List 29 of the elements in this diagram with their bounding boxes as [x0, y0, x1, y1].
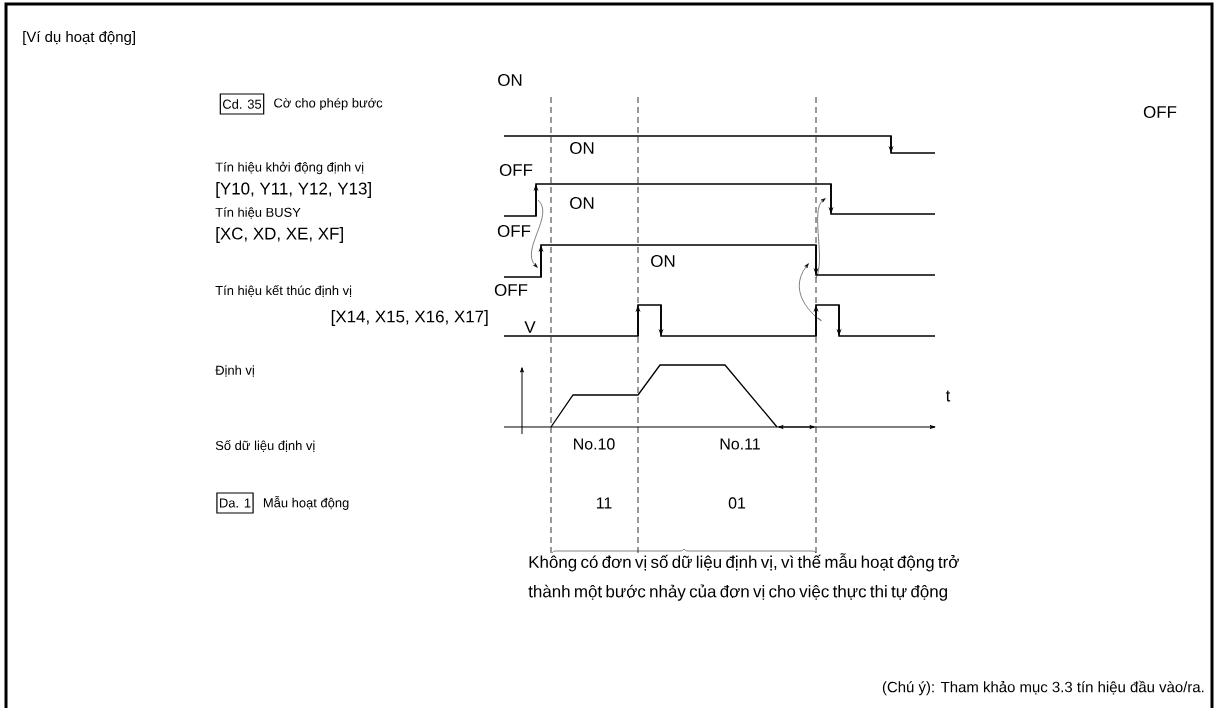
state-label: OFF	[1143, 106, 1177, 118]
state-label: ON	[651, 255, 675, 267]
signal-address: [Y10, Y11, Y12, Y13]	[216, 182, 371, 198]
signal-name: Định vị	[215, 365, 254, 377]
signal-name: Mẫu hoạt động	[263, 496, 349, 510]
signal-address: [XC, XD, XE, XF]	[216, 227, 343, 243]
state-label: ON	[570, 197, 594, 209]
data-number: No.11	[720, 438, 760, 450]
signal-name: Tín hiệu BUSY	[215, 207, 301, 219]
footnote: (Chú ý): Tham khảo mục 3.3 tín hiệu đầu vào/ra.	[882, 680, 1204, 696]
signal-address: [X14, X15, X16, X17]	[331, 310, 488, 326]
title: [Ví dụ hoạt động]	[23, 30, 135, 46]
boxed-tag: Da. 1	[216, 492, 254, 514]
signal-name: Tín hiệu kết thúc định vị	[215, 285, 352, 297]
pattern-value: 01	[728, 497, 746, 509]
note-paragraph: Không có đơn vị số dữ liệu định vị, vì thế mẫu hoạt động trở thành một bước nhảy của đơn vị cho việc thực thi tự động	[528, 553, 959, 601]
state-label: ON	[498, 74, 522, 86]
signal-name: Số dữ liệu định vị	[215, 440, 315, 452]
state-label: OFF	[494, 284, 528, 296]
state-label: OFF	[499, 164, 533, 176]
state-label: ON	[570, 142, 594, 154]
signal-name: Cờ cho phép bước	[274, 97, 383, 111]
state-label: OFF	[497, 225, 531, 237]
boxed-tag: Cd. 35	[219, 93, 265, 115]
data-number: No.10	[574, 438, 615, 450]
signal-name: Tín hiệu khởi động định vị	[215, 161, 364, 175]
pattern-value: 11	[596, 497, 612, 509]
axis-label: t	[945, 390, 951, 402]
level-label: V	[524, 321, 536, 333]
